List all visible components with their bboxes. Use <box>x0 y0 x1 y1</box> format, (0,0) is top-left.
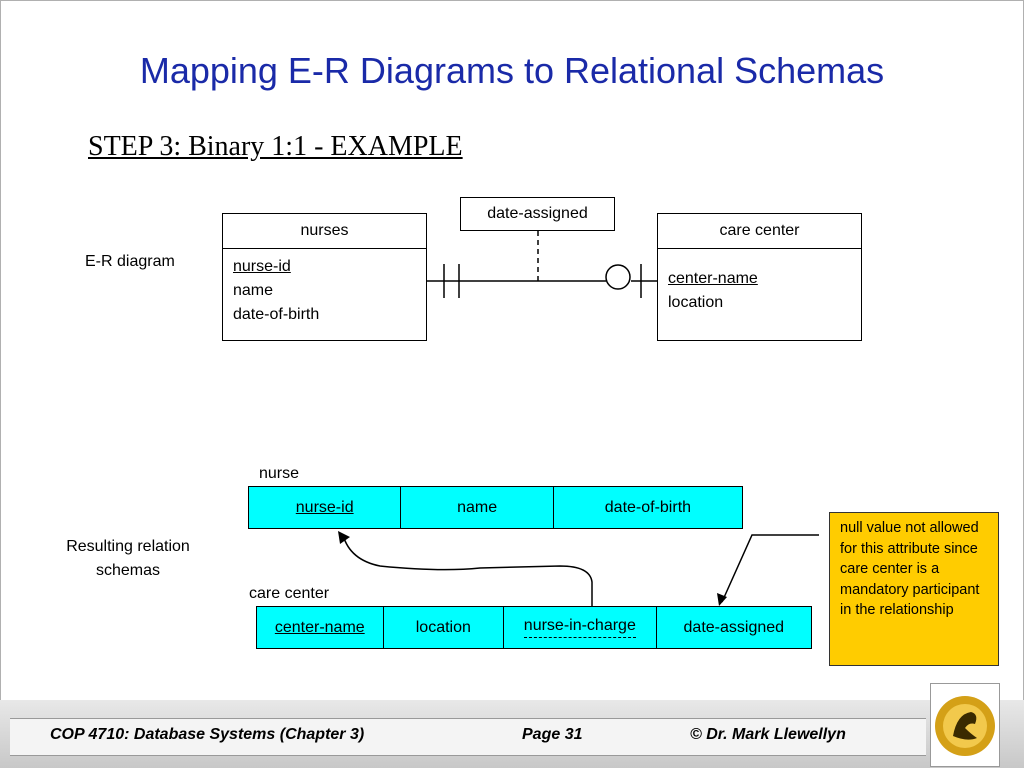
note-arrow <box>721 534 819 603</box>
relationship-attribute-date-assigned: date-assigned <box>460 197 615 231</box>
optional-circle <box>605 264 631 290</box>
nurse-table-col-date-of-birth: date-of-birth <box>604 498 692 516</box>
pegasus-logo-icon <box>935 696 995 756</box>
attr-nurse-id: nurse-id <box>233 258 291 275</box>
footer-bar <box>10 718 926 756</box>
attr-location: location <box>668 294 724 311</box>
nurse-table-name: nurse <box>259 465 300 482</box>
resulting-schemas-label: Resulting relation schemas <box>66 538 190 579</box>
care-center-table: center-name location nurse-in-charge dat… <box>256 606 812 649</box>
slide-footer: COP 4710: Database Systems (Chapter 3) P… <box>0 700 1024 768</box>
footer-course: COP 4710: Database Systems (Chapter 3) <box>50 726 365 743</box>
null-value-note: null value not allowed for this attribut… <box>829 512 999 666</box>
nurse-table-col-name: name <box>401 487 554 528</box>
entity-nurses: nurses nurse-id name date-of-birth <box>222 213 427 341</box>
attr-date-of-birth: date-of-birth <box>233 306 320 323</box>
er-diagram-label: E-R diagram <box>85 253 175 270</box>
fk-reference-arrow <box>342 534 593 606</box>
attr-name: name <box>233 282 274 299</box>
care-center-col-location: location <box>384 607 505 648</box>
ucf-logo <box>930 683 1000 767</box>
care-center-col-center-name: center-name <box>257 607 384 648</box>
care-center-col-nurse-in-charge: nurse-in-charge <box>504 607 657 648</box>
entity-nurses-name: nurses <box>223 214 426 249</box>
fk-arrowhead <box>338 531 350 544</box>
footer-author: © Dr. Mark Llewellyn <box>690 726 846 743</box>
care-center-table-name: care center <box>249 585 330 602</box>
slide-title: Mapping E-R Diagrams to Relational Schem… <box>139 50 885 91</box>
footer-page: Page 31 <box>522 726 583 743</box>
entity-care-center-name: care center <box>658 214 861 249</box>
nurse-table-col-nurse-id: nurse-id <box>249 487 402 528</box>
nurse-table: nurse-id name date-of-birth <box>248 486 743 529</box>
care-center-col-date-assigned: date-assigned <box>683 618 785 636</box>
attr-center-name: center-name <box>668 270 758 287</box>
note-arrowhead <box>717 593 727 606</box>
slide-subtitle: STEP 3: Binary 1:1 - EXAMPLE <box>88 131 463 162</box>
entity-care-center: care center center-name location <box>657 213 862 341</box>
